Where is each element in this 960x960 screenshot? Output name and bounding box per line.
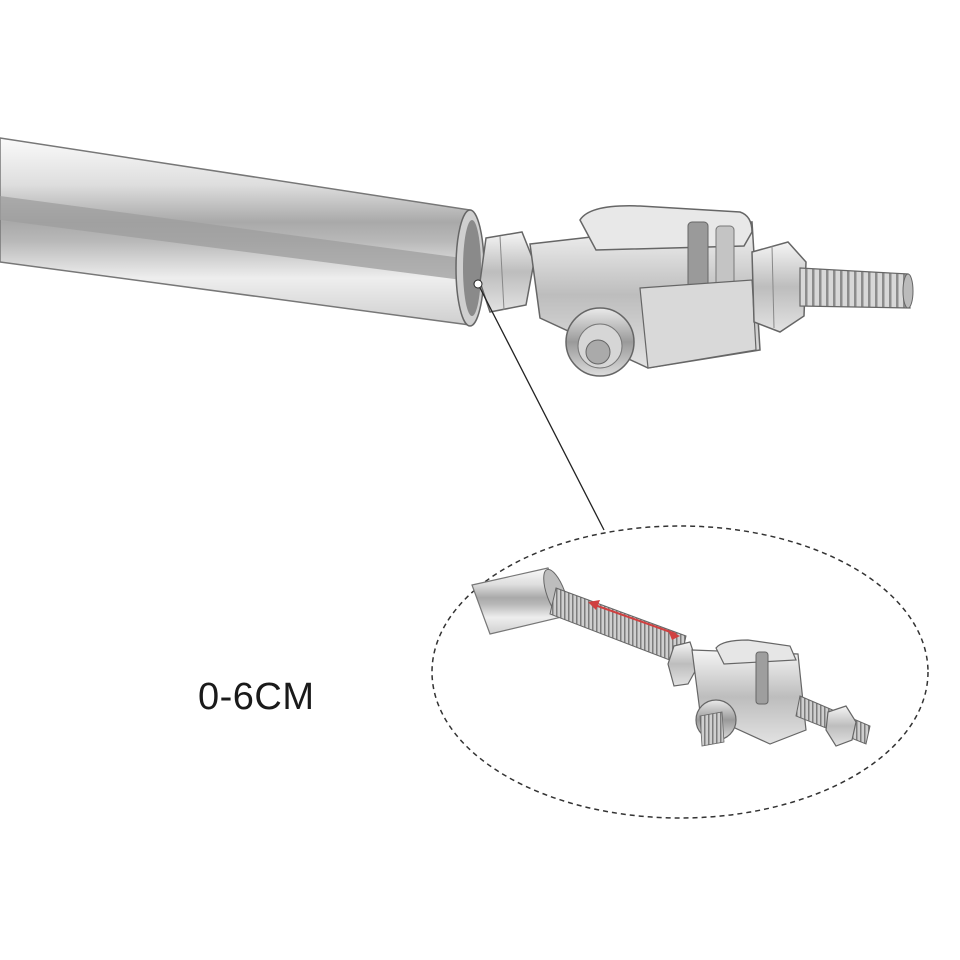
detail-magnifier <box>431 525 929 819</box>
clevis-side-bolt <box>565 307 635 377</box>
hex-nut-right <box>751 241 807 333</box>
adjustment-range-label: 0-6CM <box>198 676 315 718</box>
detail-clevis <box>667 639 807 747</box>
clevis-bracket <box>529 205 761 369</box>
detail-bolt-tip <box>795 695 871 747</box>
callout-line <box>477 283 605 531</box>
detail-rod <box>471 567 687 665</box>
threaded-bolt-tip <box>799 267 914 309</box>
adjustment-range-arrow <box>588 600 680 640</box>
main-rod <box>0 137 485 327</box>
threaded-rod-end <box>479 231 535 313</box>
